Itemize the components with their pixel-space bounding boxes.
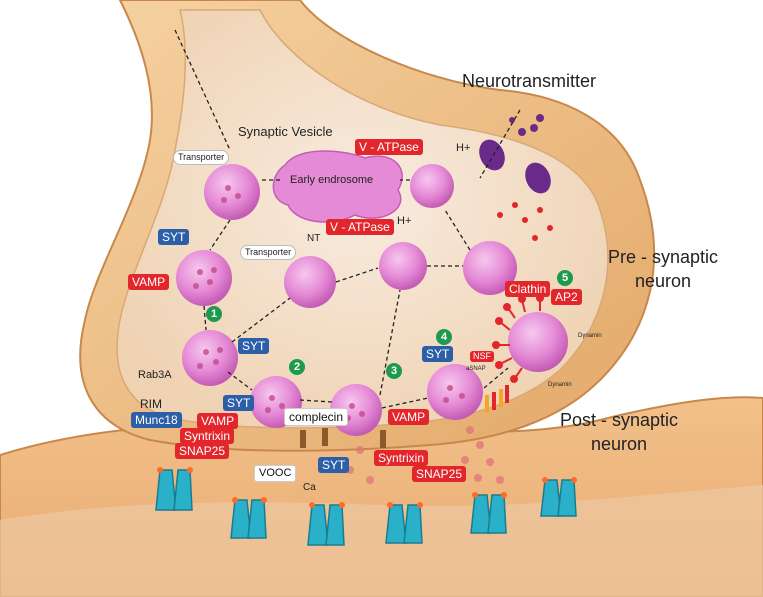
clathrin-free: [497, 202, 553, 241]
ca-label: Ca: [303, 482, 316, 493]
h-plus-label-mid: H+: [397, 215, 412, 227]
syntrixin-label-1: Syntrixin: [180, 428, 235, 444]
asnap-label: aSNAP: [466, 366, 486, 372]
rim-label: RIM: [140, 397, 162, 411]
vamp-label-3: VAMP: [388, 409, 430, 425]
released-neurotransmitter: [346, 426, 504, 484]
syt-label-5: SYT: [422, 346, 454, 362]
dynamin-label-2: Dynamin: [548, 382, 572, 388]
v-atpase-label-top: V - ATPase: [355, 139, 423, 155]
snap25-label-1: SNAP25: [175, 443, 230, 459]
ap2-label: AP2: [551, 289, 582, 305]
step-badge-5: 5: [557, 270, 573, 286]
syt-label-4: SYT: [318, 457, 350, 473]
synaptic-vesicle-label: Synaptic Vesicle: [238, 124, 333, 139]
step-badge-1: 1: [206, 306, 222, 322]
clathin-label: Clathin: [505, 281, 551, 297]
complecin-label: complecin: [284, 408, 349, 426]
vamp-label-2: VAMP: [197, 413, 239, 429]
vesicles: [176, 164, 568, 436]
dynamin-label-1: Dynamin: [578, 333, 602, 339]
step-badge-2: 2: [289, 359, 305, 375]
transporter-label-top: Transporter: [173, 150, 230, 165]
pathway-arrows: [174, 29, 521, 409]
nsf-label: NSF: [470, 351, 494, 362]
snap25-label-2: SNAP25: [412, 466, 467, 482]
nt-label: NT: [307, 233, 321, 244]
postsynaptic-receptors: [155, 469, 577, 546]
snare-complexes: [300, 385, 509, 448]
vamp-label-1: VAMP: [128, 274, 170, 290]
transporter-label-mid: Transporter: [240, 245, 297, 260]
syt-label-2: SYT: [238, 338, 270, 354]
rab3a-label: Rab3A: [138, 369, 172, 381]
receptor-tips: [157, 467, 577, 508]
early-endosome-label: Early endrosome: [290, 174, 374, 186]
syt-label-3: SYT: [223, 395, 255, 411]
syt-label-1: SYT: [158, 229, 190, 245]
h-plus-label-top: H+: [456, 142, 471, 154]
neurotransmitter-label: Neurotransmitter: [462, 71, 597, 91]
step-badge-3: 3: [386, 363, 402, 379]
step-badge-4: 4: [436, 329, 452, 345]
post-synaptic-label: Post - synaptic neuron: [560, 410, 679, 454]
early-endosome-shape: [272, 150, 403, 223]
vooc-label: VOOC: [254, 465, 297, 482]
v-atpase-label-mid: V - ATPase: [326, 219, 394, 235]
pre-synaptic-label: Pre - synaptic neuron: [608, 247, 719, 291]
munc18-label: Munc18: [131, 412, 182, 428]
syntrixin-label-2: Syntrixin: [374, 450, 429, 466]
